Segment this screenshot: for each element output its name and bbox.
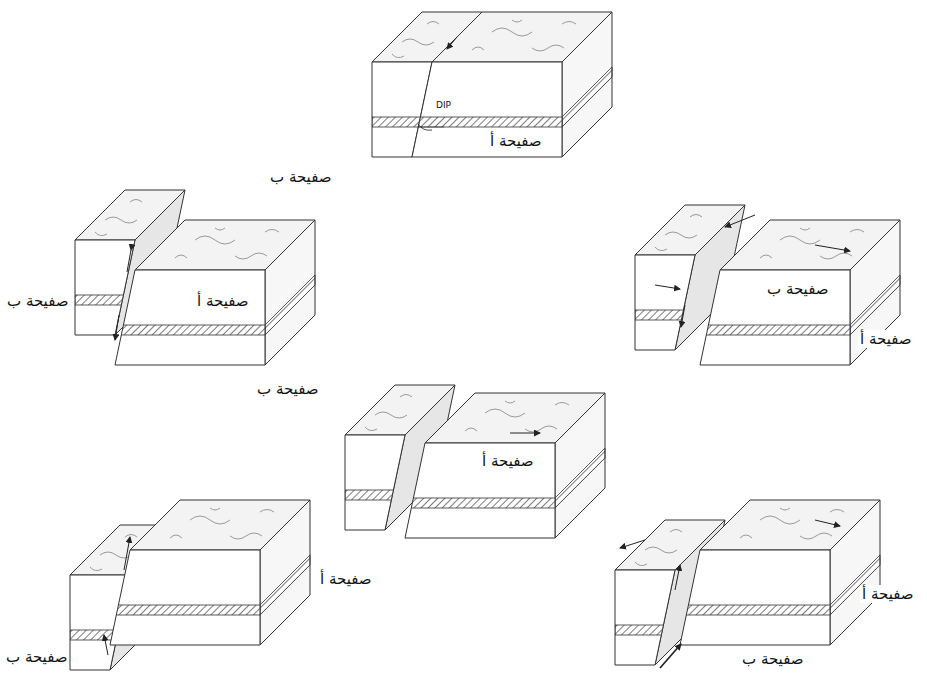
plate-a xyxy=(670,500,880,645)
normal-fault-block xyxy=(75,190,315,365)
slip-arrow xyxy=(675,565,680,590)
plate-label: صفيحة ب xyxy=(4,648,69,666)
slip-arrow xyxy=(510,433,540,434)
plate-label: صفيحة ب xyxy=(268,168,333,186)
slip-arrow xyxy=(815,245,850,251)
strike-arrow xyxy=(447,37,457,49)
plate-label: صفيحة ب xyxy=(255,380,320,398)
slip-arrow xyxy=(124,537,130,570)
plate-label: صفيحة أ xyxy=(860,585,916,603)
slip-arrow xyxy=(655,285,680,289)
plate-label: صفيحة ب xyxy=(765,280,830,298)
oblique-reverse-block xyxy=(615,500,880,668)
slip-arrow xyxy=(115,315,119,340)
strike-slip-block xyxy=(345,385,605,538)
slip-arrow xyxy=(725,215,755,227)
slip-arrow xyxy=(815,520,840,526)
plate-label: صفيحة ب xyxy=(740,650,805,668)
reverse-fault-block xyxy=(70,500,310,670)
dip-reference xyxy=(418,127,444,128)
dip-label: DIP xyxy=(434,100,453,111)
plate-a xyxy=(402,12,612,157)
plate-label: صفيحة أ xyxy=(195,292,251,310)
intact-block xyxy=(372,12,612,157)
slip-arrow xyxy=(660,644,681,668)
slip-arrow xyxy=(127,250,131,272)
plate-label: صفيحة أ xyxy=(480,452,536,470)
plate-a xyxy=(105,220,315,365)
plate-label: صفيحة أ xyxy=(858,330,914,348)
slip-arrow xyxy=(104,635,108,655)
plate-a xyxy=(395,393,605,538)
plate-label: صفيحة أ xyxy=(488,132,544,150)
plate-a xyxy=(100,500,310,645)
slip-arrow xyxy=(620,540,645,548)
slip-arrow xyxy=(681,305,685,327)
plate-label: صفيحة أ xyxy=(318,570,374,588)
plate-label: صفيحة ب xyxy=(5,292,70,310)
